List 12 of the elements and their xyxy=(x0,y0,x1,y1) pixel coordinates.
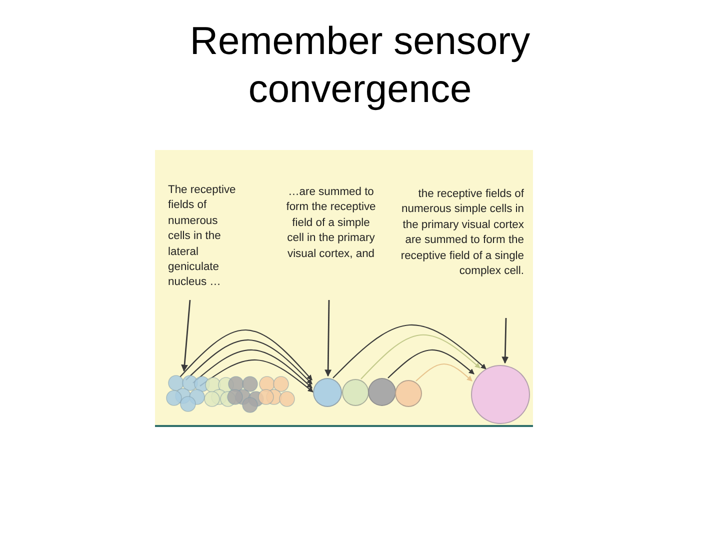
caption-text: The receptive fields of numerous cells in the lateral geniculate nucleus … xyxy=(168,183,237,290)
caption-text: the receptive fields of numerous simple cells in the primary visual cortex are summed to form the receptive field of a single complex cell. xyxy=(400,187,524,280)
curved-arrow xyxy=(360,334,480,380)
curved-arrow xyxy=(332,324,486,378)
leader-arrow xyxy=(324,300,332,377)
curved-arrow xyxy=(388,349,474,378)
caption-text: …are summed to form the receptive field of a simple cell in the primary visual cortex, and xyxy=(285,185,377,262)
leader-arrow xyxy=(502,318,509,364)
curved-arrow xyxy=(180,329,312,380)
title: Remember sensory convergence xyxy=(188,19,532,113)
curved-arrow xyxy=(416,363,472,382)
leader-arrow xyxy=(181,300,191,372)
